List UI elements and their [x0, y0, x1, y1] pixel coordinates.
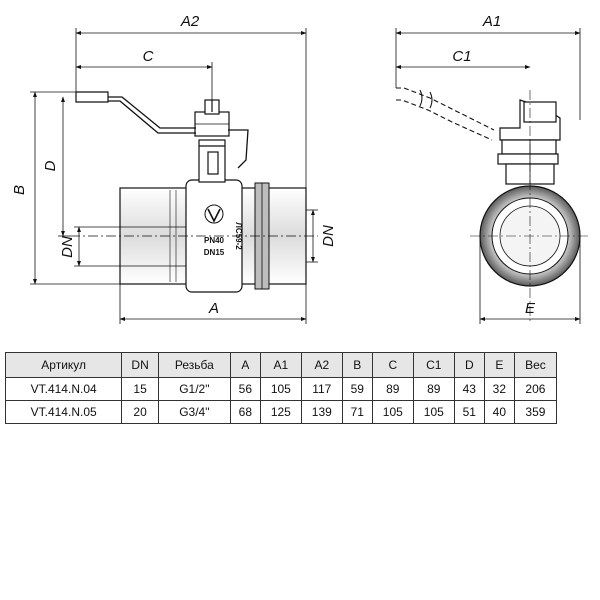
cell-e: 40 — [483, 400, 515, 424]
cell-dn: 20 — [121, 400, 159, 424]
dim-label-c1: C1 — [452, 48, 471, 65]
cell-thread: G3/4" — [157, 400, 231, 424]
body-marking-dn: DN15 — [204, 248, 225, 257]
cell-dn: 15 — [121, 377, 159, 401]
header-dn: DN — [121, 352, 159, 378]
cell-e: 32 — [483, 377, 515, 401]
cell-d: 43 — [453, 377, 485, 401]
front-dimension-labels: A2 C B D DN DN A — [11, 13, 337, 317]
table-row: VT.414.N.04 15 G1/2" 56 105 117 59 89 89… — [4, 377, 558, 401]
dim-label-b: B — [11, 185, 28, 195]
front-view — [70, 91, 318, 293]
table-header-row: Артикул DN Резьба A A1 A2 B C C1 D E Вес — [4, 352, 558, 378]
cell-a: 56 — [229, 377, 261, 401]
body-marking: PN40 DN15 ЛС59-2 — [204, 222, 243, 257]
header-article: Артикул — [4, 352, 123, 378]
header-a: A — [229, 352, 261, 378]
dim-label-dn-left: DN — [59, 236, 76, 258]
cell-a2: 117 — [300, 377, 343, 401]
table-row: VT.414.N.05 20 G3/4" 68 125 139 71 105 1… — [4, 400, 558, 424]
cell-a2: 139 — [300, 400, 343, 424]
header-a2: A2 — [300, 352, 343, 378]
lever-handle-tip — [75, 91, 109, 103]
cell-weight: 206 — [513, 377, 558, 401]
specifications-table: Артикул DN Резьба A A1 A2 B C C1 D E Вес… — [4, 352, 558, 424]
dim-label-a: A — [208, 300, 219, 317]
header-b: B — [341, 352, 373, 378]
cell-a1: 105 — [259, 377, 302, 401]
cell-d: 51 — [453, 400, 485, 424]
side-dimensions — [395, 28, 581, 324]
front-dimensions — [30, 28, 318, 324]
body-marking-standard: ЛС59-2 — [234, 222, 243, 250]
header-c: C — [371, 352, 414, 378]
side-view — [396, 87, 590, 322]
cell-c: 105 — [371, 400, 414, 424]
dim-label-e: E — [525, 300, 536, 317]
dim-label-dn-right: DN — [320, 225, 337, 247]
header-d: D — [453, 352, 485, 378]
header-e: E — [483, 352, 515, 378]
dim-label-a1: A1 — [482, 13, 501, 30]
cell-c1: 89 — [412, 377, 455, 401]
header-c1: C1 — [412, 352, 455, 378]
dim-label-c: C — [143, 48, 154, 65]
body-marking-pn: PN40 — [204, 236, 225, 245]
cell-b: 71 — [341, 400, 373, 424]
header-thread: Резьба — [157, 352, 231, 378]
dim-label-d: D — [42, 160, 59, 171]
cell-thread: G1/2" — [157, 377, 231, 401]
cell-weight: 359 — [513, 400, 558, 424]
cell-b: 59 — [341, 377, 373, 401]
header-a1: A1 — [259, 352, 302, 378]
dim-label-a2: A2 — [180, 13, 200, 30]
cell-a1: 125 — [259, 400, 302, 424]
cell-a: 68 — [229, 400, 261, 424]
cell-article: VT.414.N.05 — [4, 400, 123, 424]
brand-logo — [204, 204, 224, 224]
header-weight: Вес — [513, 352, 558, 378]
valve-technical-drawing: PN40 DN15 ЛС59-2 — [11, 13, 590, 324]
cell-c: 89 — [371, 377, 414, 401]
side-dimension-labels: A1 C1 E — [452, 13, 536, 317]
cell-c1: 105 — [412, 400, 455, 424]
cell-article: VT.414.N.04 — [4, 377, 123, 401]
